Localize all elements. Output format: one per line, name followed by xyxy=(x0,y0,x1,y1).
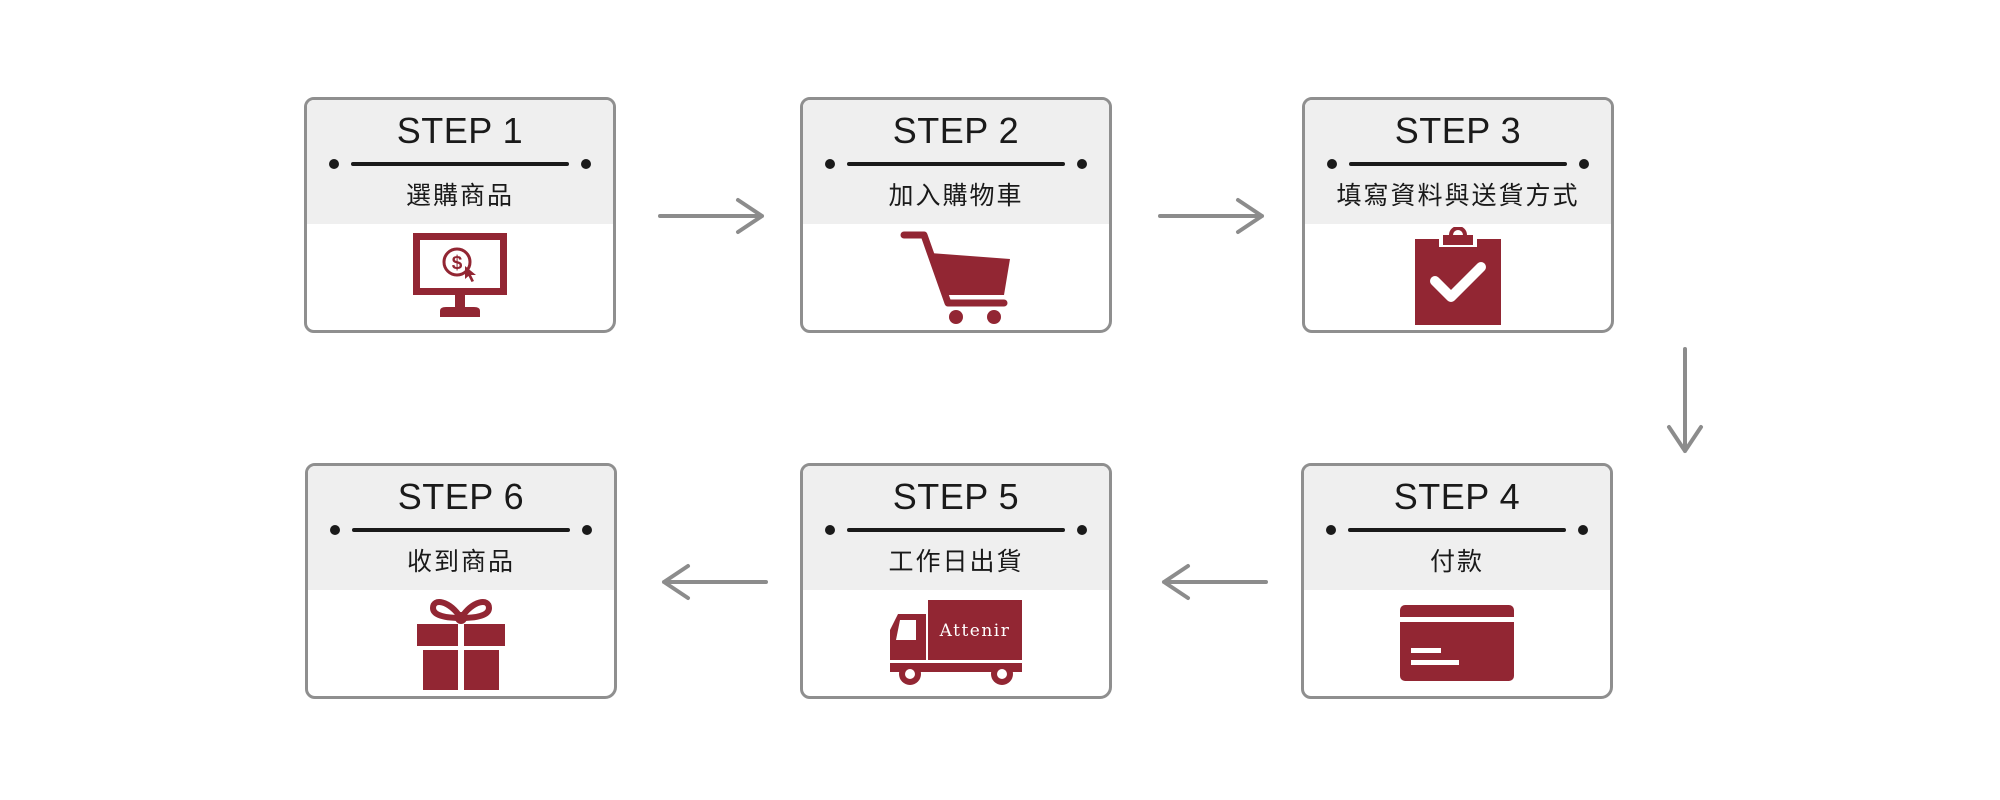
step-label: 選購商品 xyxy=(405,181,514,210)
credit-card-icon xyxy=(1400,605,1514,681)
step-title: STEP 3 xyxy=(1394,110,1522,151)
arrow-left-icon xyxy=(1162,564,1268,600)
step-divider xyxy=(329,159,591,169)
step-title: STEP 5 xyxy=(892,476,1020,517)
step-divider xyxy=(825,159,1087,169)
truck-brand-text: Attenir xyxy=(939,621,1011,641)
step-header: STEP 5 工作日出貨 xyxy=(803,466,1109,590)
step-title: STEP 2 xyxy=(892,110,1020,151)
step-divider xyxy=(1326,525,1588,535)
monitor-dollar-icon: $ xyxy=(413,233,507,317)
step-label: 收到商品 xyxy=(406,547,515,576)
arrow-right-icon xyxy=(658,198,764,234)
shopping-cart-icon xyxy=(900,231,1010,324)
step-header: STEP 2 加入購物車 xyxy=(803,100,1109,224)
step-title: STEP 4 xyxy=(1393,476,1521,517)
step-title: STEP 1 xyxy=(396,110,524,151)
arrow-left-icon xyxy=(662,564,768,600)
step-1-card: STEP 1 選購商品 $ xyxy=(304,97,616,333)
step-divider xyxy=(825,525,1087,535)
step-4-card: STEP 4 付款 xyxy=(1301,463,1613,699)
step-label: 付款 xyxy=(1429,547,1484,576)
step-header: STEP 3 填寫資料與送貨方式 xyxy=(1305,100,1611,224)
arrow-right-icon xyxy=(1158,198,1264,234)
svg-text:$: $ xyxy=(452,253,463,274)
step-5-card: STEP 5 工作日出貨 Attenir xyxy=(800,463,1112,699)
step-header: STEP 4 付款 xyxy=(1304,466,1610,590)
step-label: 填寫資料與送貨方式 xyxy=(1336,181,1580,210)
step-label: 工作日出貨 xyxy=(888,547,1024,576)
gift-box-icon xyxy=(417,599,505,690)
step-divider xyxy=(1327,159,1589,169)
step-label: 加入購物車 xyxy=(888,181,1024,210)
step-6-card: STEP 6 收到商品 xyxy=(305,463,617,699)
clipboard-check-icon xyxy=(1415,227,1501,325)
step-divider xyxy=(330,525,592,535)
step-header: STEP 6 收到商品 xyxy=(308,466,614,590)
step-2-card: STEP 2 加入購物車 xyxy=(800,97,1112,333)
arrow-down-icon xyxy=(1667,347,1703,453)
delivery-truck-icon: Attenir xyxy=(890,600,1022,685)
step-title: STEP 6 xyxy=(397,476,525,517)
step-3-card: STEP 3 填寫資料與送貨方式 xyxy=(1302,97,1614,333)
step-header: STEP 1 選購商品 xyxy=(307,100,613,224)
